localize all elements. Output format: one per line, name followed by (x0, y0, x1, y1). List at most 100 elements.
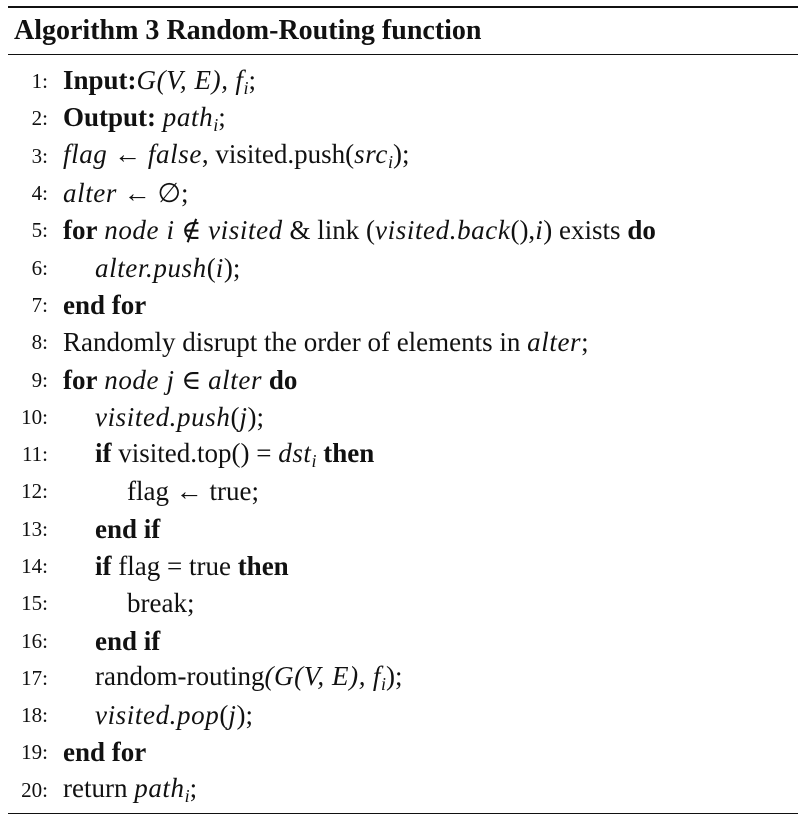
graph-term: G(V, E), (136, 64, 229, 95)
alter-push-term: alter.push (95, 252, 207, 283)
line-end: ); (385, 661, 403, 692)
line-number: 11: (21, 442, 48, 467)
args-close: ); (223, 252, 241, 283)
random-routing-call: random-routing (95, 661, 265, 692)
algorithm-line: 14: if flag = true then (8, 548, 798, 585)
do-keyword: do (627, 215, 656, 246)
disrupt-text: Randomly disrupt the order of elements i… (63, 327, 521, 358)
end-for-keyword: end for (63, 737, 147, 768)
flow-term: f (235, 64, 244, 95)
algorithm-line: 13: end if (8, 511, 798, 548)
flag-term: flag (63, 139, 108, 170)
paren-close: ) (543, 215, 553, 246)
algorithm-line: 16: end if (8, 622, 798, 659)
line-number: 4: (31, 181, 48, 206)
args-open: ( (219, 700, 229, 731)
line-number: 2: (31, 106, 48, 131)
line-end: ; (581, 327, 589, 358)
do-keyword: do (268, 364, 298, 395)
top-rule (8, 6, 798, 8)
dst-subscript: i (311, 450, 317, 471)
i-term: i (535, 215, 544, 246)
paren-open: ( (366, 215, 376, 246)
flow-subscript: i (380, 674, 386, 695)
alter-term: alter (527, 327, 582, 358)
algorithm-line: 15: break; (8, 585, 798, 622)
ampersand: & (289, 215, 311, 246)
visited-push-text: visited.push( (215, 139, 355, 170)
then-keyword: then (323, 437, 375, 468)
line-number: 7: (31, 292, 48, 317)
line-number: 5: (31, 218, 48, 243)
algorithm-title: Algorithm 3 Random-Routing function (8, 8, 798, 54)
line-number: 19: (21, 740, 48, 765)
flow-term: f (372, 661, 381, 692)
false-term: false (147, 139, 202, 170)
line-number: 13: (21, 516, 48, 541)
line-number: 8: (31, 330, 48, 355)
line-end: ; (218, 101, 226, 132)
dst-term: dst (278, 437, 312, 468)
not-in-symbol: ∉ (181, 215, 202, 246)
line-number: 9: (31, 367, 48, 392)
line-number: 12: (21, 479, 48, 504)
bottom-rule (8, 812, 798, 814)
args-close: ); (247, 401, 265, 432)
line-number: 10: (21, 404, 48, 429)
algorithm-line: 1: Input:G(V, E), fi; (8, 63, 798, 100)
line-number: 16: (21, 628, 48, 653)
visited-back-term: visited.back (375, 215, 511, 246)
line-end: ; (189, 773, 198, 804)
if-keyword: if (95, 437, 112, 468)
path-term: path (162, 101, 214, 132)
end-if-keyword: end if (95, 625, 161, 656)
algorithm-label: Algorithm 3 (14, 15, 160, 46)
flag-assign-text: flag ← true; (127, 476, 259, 507)
line-end: ); (392, 139, 410, 170)
node-i-term: node i (104, 215, 175, 246)
break-text: break; (127, 588, 195, 619)
algorithm-line: 2: Output: pathi; (8, 100, 798, 137)
path-subscript: i (184, 786, 190, 807)
title-rule (8, 54, 798, 55)
assign-arrow: ← (114, 139, 142, 170)
alter-term: alter (63, 178, 117, 209)
visited-term: visited (208, 215, 283, 246)
line-end: ; (248, 64, 256, 95)
line-number: 1: (31, 69, 48, 94)
path-term: path (134, 773, 185, 804)
end-if-keyword: end if (95, 513, 161, 544)
input-keyword: Input: (63, 64, 137, 95)
algorithm-line: 6: alter.push(i); (8, 249, 798, 286)
args-open: ( (230, 401, 240, 432)
visited-top-text: visited.top() (118, 437, 250, 468)
algorithm-line: 9: for node j ∈ alter do (8, 361, 798, 398)
if-keyword: if (95, 551, 112, 581)
algorithm-line: 4: alter ← ∅; (8, 175, 798, 212)
visited-push-term: visited.push (95, 401, 231, 432)
j-term: j (239, 401, 248, 432)
args-open: ( (206, 252, 216, 283)
line-number: 15: (21, 591, 48, 616)
node-j-term: node j (104, 364, 175, 395)
algorithm-line: 12: flag ← true; (8, 473, 798, 510)
i-term: i (215, 252, 224, 283)
end-for-keyword: end for (63, 289, 147, 320)
algorithm-line: 8: Randomly disrupt the order of element… (8, 324, 798, 361)
src-term: src (354, 139, 388, 170)
back-args: (), (510, 215, 536, 246)
line-number: 6: (31, 255, 48, 280)
for-keyword: for (63, 215, 98, 246)
algorithm-name: Random-Routing function (166, 15, 482, 46)
algorithm-line: 20: return pathi; (8, 772, 798, 809)
algorithm-line: 19: end for (8, 734, 798, 771)
algorithm-line: 17: random-routing(G(V, E), fi); (8, 660, 798, 697)
line-number: 17: (21, 665, 48, 690)
line-number: 3: (31, 143, 48, 168)
link-text: link (317, 215, 360, 246)
assign-arrow: ← (123, 178, 151, 209)
alter-term: alter (208, 364, 263, 395)
flow-subscript: i (243, 77, 249, 98)
exists-text: exists (559, 215, 621, 246)
algorithm-line: 3: flag ← false, visited.push(srci); (8, 138, 798, 175)
